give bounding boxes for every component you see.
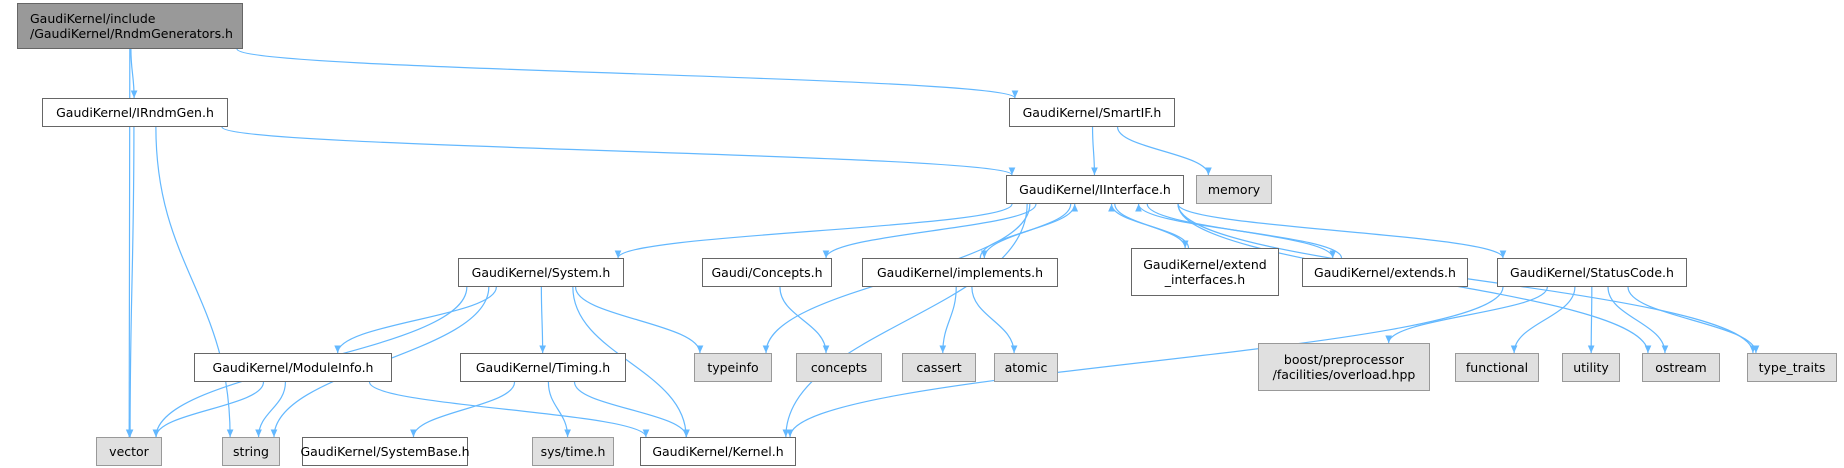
edge-iinterface-to-kernel (782, 203, 1028, 438)
edge-statuscode-to-kernel (786, 286, 1504, 438)
edge-iinterface-to-system (614, 203, 1013, 259)
node-root[interactable]: GaudiKernel/include/GaudiKernel/RndmGene… (17, 3, 243, 49)
edge-statuscode-to-ostream (1607, 286, 1669, 354)
node-boost-pp: boost/preprocessor/facilities/overload.h… (1258, 343, 1430, 391)
node-moduleinfo[interactable]: GaudiKernel/ModuleInfo.h (194, 353, 392, 382)
edge-root-to-smartif (236, 48, 1019, 99)
node-irndmgen[interactable]: GaudiKernel/IRndmGen.h (42, 98, 228, 127)
node-functional: functional (1455, 353, 1539, 382)
node-label-line: type_traits (1758, 360, 1826, 375)
edge-implements-to-cassert (939, 286, 957, 354)
node-label-line: concepts (810, 360, 868, 375)
node-label-line: utility (1573, 360, 1609, 375)
node-label-line: atomic (1004, 360, 1048, 375)
node-label-line: GaudiKernel/extend (1143, 257, 1267, 272)
node-label-line: GaudiKernel/Timing.h (475, 360, 611, 375)
edge-statuscode-to-utility (1587, 286, 1595, 354)
edge-system-to-kernel (572, 286, 690, 438)
node-label-line: functional (1465, 360, 1529, 375)
node-label-line: boost/preprocessor (1283, 352, 1405, 367)
node-label-line: GaudiKernel/SystemBase.h (300, 444, 470, 459)
edge-implements-to-atomic (971, 286, 1018, 354)
node-typeinfo: typeinfo (694, 353, 772, 382)
edge-root-to-irndmgen (130, 48, 138, 99)
edge-statuscode-to-boost_pp (1385, 286, 1548, 344)
node-system[interactable]: GaudiKernel/System.h (458, 258, 624, 287)
edge-extends-to-iinterface (1135, 203, 1343, 259)
node-label-line: GaudiKernel/extends.h (1314, 265, 1456, 280)
node-concepts-h[interactable]: Gaudi/Concepts.h (702, 258, 832, 287)
node-extend-interfaces[interactable]: GaudiKernel/extend_interfaces.h (1131, 248, 1279, 296)
node-systime: sys/time.h (532, 437, 614, 466)
node-label-line: GaudiKernel/StatusCode.h (1510, 265, 1674, 280)
edge-irndmgen-to-iinterface (221, 126, 1016, 176)
node-systembase[interactable]: GaudiKernel/SystemBase.h (300, 437, 470, 466)
node-label-line: GaudiKernel/IInterface.h (1019, 182, 1171, 197)
node-label-line: /GaudiKernel/RndmGenerators.h (30, 26, 233, 41)
node-label-line: GaudiKernel/implements.h (876, 265, 1043, 280)
node-concepts: concepts (796, 353, 882, 382)
node-label-line: _interfaces.h (1164, 272, 1246, 287)
node-label-line: cassert (916, 360, 962, 375)
edge-iinterface-to-statuscode (1177, 203, 1507, 259)
edge-moduleinfo-to-vector (152, 381, 265, 438)
edge-statuscode-to-functional (1510, 286, 1576, 354)
node-memory: memory (1196, 175, 1272, 204)
node-type-traits: type_traits (1747, 353, 1837, 382)
node-label-line: GaudiKernel/ModuleInfo.h (212, 360, 374, 375)
node-label-line: typeinfo (707, 360, 759, 375)
node-label-line: GaudiKernel/System.h (471, 265, 611, 280)
edge-timing-to-kernel (573, 381, 690, 438)
node-iinterface[interactable]: GaudiKernel/IInterface.h (1006, 175, 1184, 204)
node-atomic: atomic (994, 353, 1058, 382)
edge-system-to-typeinfo (574, 286, 704, 354)
edge-iinterface-to-concepts_h (822, 203, 1037, 259)
edge-timing-to-systembase (410, 381, 516, 438)
node-label-line: vector (109, 444, 149, 459)
node-string: string (222, 437, 280, 466)
node-label-line: GaudiKernel/IRndmGen.h (56, 105, 214, 120)
node-ostream: ostream (1642, 353, 1720, 382)
edge-system-to-timing (539, 286, 546, 354)
node-label-line: GaudiKernel/SmartIF.h (1022, 105, 1162, 120)
node-label-line: memory (1207, 182, 1261, 197)
edge-concepts_h-to-concepts (779, 286, 830, 354)
node-smartif[interactable]: GaudiKernel/SmartIF.h (1009, 98, 1175, 127)
edge-timing-to-systime (547, 381, 571, 438)
node-label-line: ostream (1655, 360, 1707, 375)
edge-smartif-to-memory (1116, 126, 1212, 176)
node-vector: vector (96, 437, 162, 466)
node-kernel[interactable]: GaudiKernel/Kernel.h (640, 437, 796, 466)
edge-moduleinfo-to-kernel (368, 381, 650, 438)
node-label-line: sys/time.h (540, 444, 606, 459)
edge-irndmgen-to-vector (126, 126, 135, 438)
node-extends[interactable]: GaudiKernel/extends.h (1302, 258, 1468, 287)
edge-irndmgen-to-string (155, 126, 234, 438)
node-label-line: /facilities/overload.hpp (1272, 367, 1416, 382)
node-label-line: string (233, 444, 269, 459)
edge-implements-to-iinterface (979, 203, 1079, 259)
edge-moduleinfo-to-string (255, 381, 287, 438)
node-label-line: Gaudi/Concepts.h (711, 265, 823, 280)
node-cassert: cassert (902, 353, 976, 382)
edge-extend_interfaces-to-iinterface (1108, 203, 1190, 249)
node-label-line: GaudiKernel/Kernel.h (652, 444, 784, 459)
edge-system-to-moduleinfo (334, 286, 497, 354)
node-statuscode[interactable]: GaudiKernel/StatusCode.h (1497, 258, 1687, 287)
node-timing[interactable]: GaudiKernel/Timing.h (460, 353, 626, 382)
node-implements[interactable]: GaudiKernel/implements.h (862, 258, 1058, 287)
edge-smartif-to-iinterface (1091, 126, 1098, 176)
edge-statuscode-to-type_traits (1627, 286, 1760, 354)
node-utility: utility (1562, 353, 1620, 382)
node-label-line: GaudiKernel/include (30, 11, 156, 26)
